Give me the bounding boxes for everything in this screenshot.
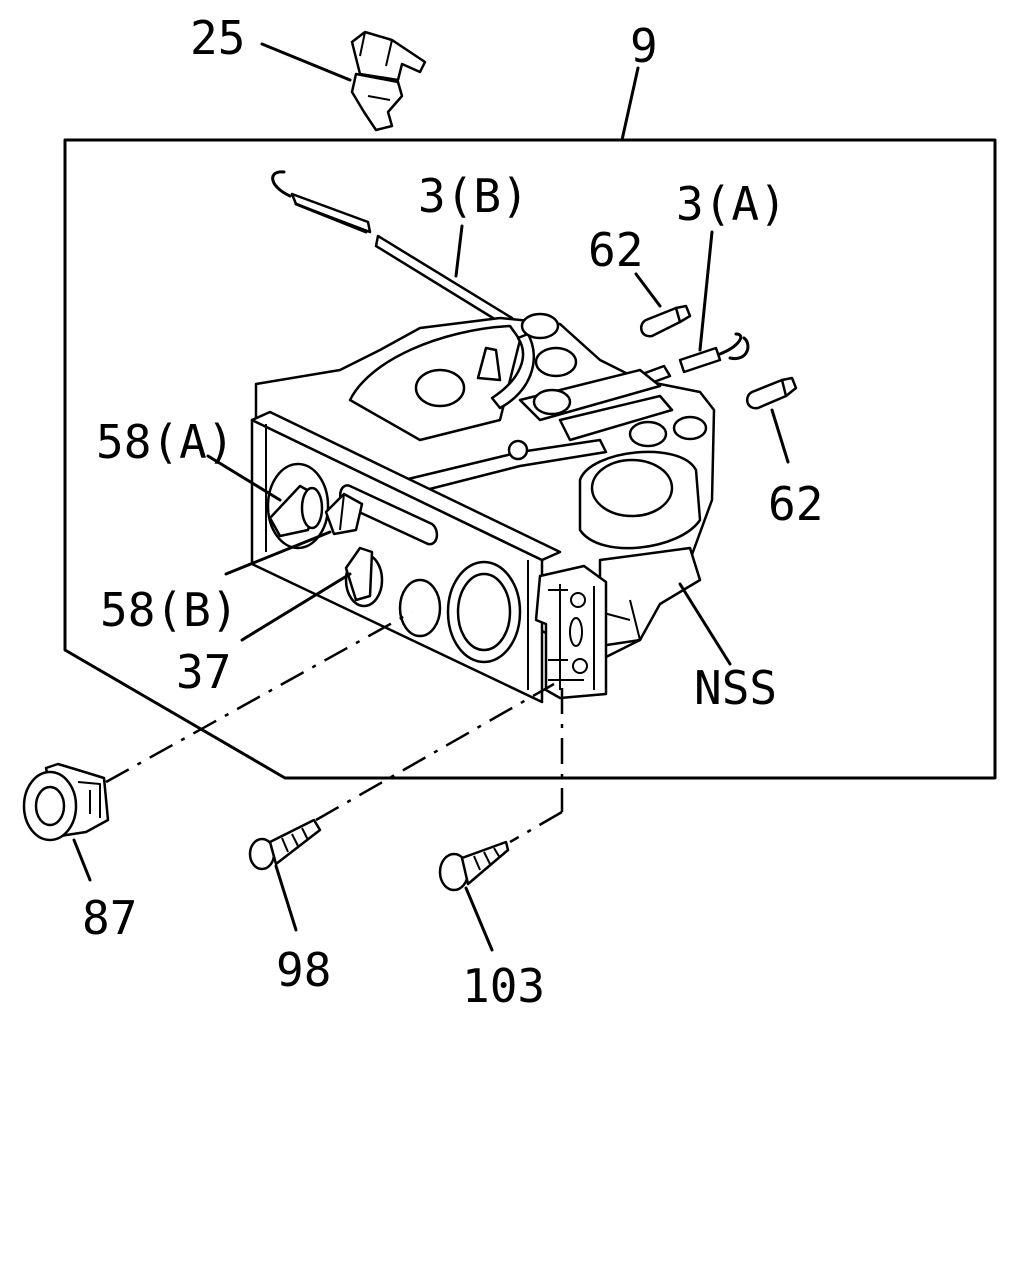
leader-lines — [72, 42, 790, 952]
screw-part-103 — [438, 840, 510, 892]
callout-labels: 25 9 3(B) 3(A) 62 62 58(A) 58(B) 37 NSS … — [82, 11, 823, 1013]
callout-62-lower: 62 — [768, 477, 823, 531]
mounting-bracket — [534, 564, 608, 700]
callout-3a: 3(A) — [676, 177, 787, 231]
callout-62-upper: 62 — [588, 223, 643, 277]
callout-103: 103 — [462, 959, 545, 1013]
callout-3b: 3(B) — [418, 169, 529, 223]
callout-25: 25 — [190, 11, 245, 65]
callout-87: 87 — [82, 891, 137, 945]
callout-9: 9 — [630, 19, 658, 73]
heater-control-unit — [254, 312, 716, 662]
socket-part-87 — [22, 762, 110, 842]
callout-58b: 58(B) — [100, 583, 238, 637]
front-panel — [250, 410, 562, 704]
callout-98: 98 — [276, 943, 331, 997]
knob-part-58b — [324, 492, 364, 536]
callout-58a: 58(A) — [96, 415, 234, 469]
assembly-box — [63, 138, 997, 780]
callout-37: 37 — [176, 645, 231, 699]
clip-part-25 — [350, 30, 427, 132]
bulb-part-62-upper — [639, 304, 692, 338]
callout-nss: NSS — [694, 661, 777, 715]
knob-part-58a — [268, 484, 324, 538]
screw-part-98 — [248, 818, 322, 871]
bulb-part-62-lower — [745, 376, 798, 410]
